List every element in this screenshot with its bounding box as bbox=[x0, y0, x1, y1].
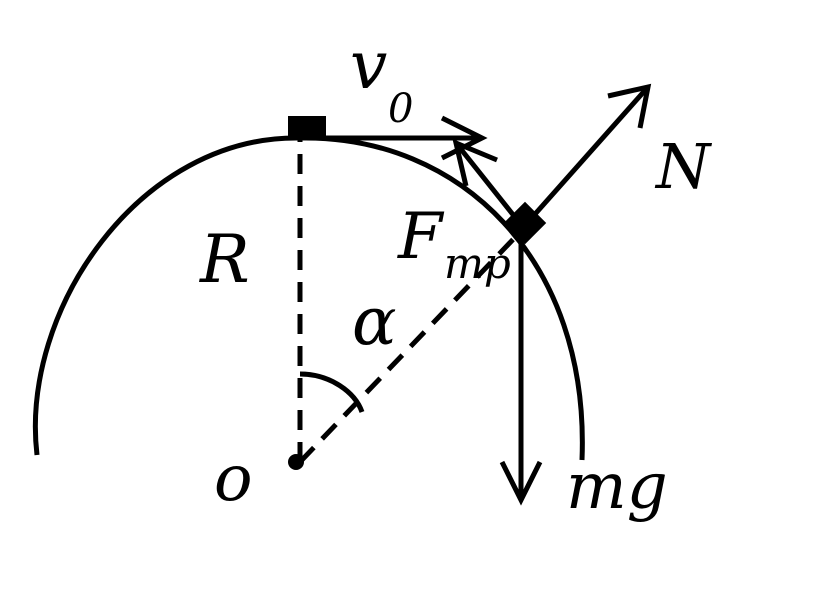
gravity-arrowhead bbox=[499, 460, 543, 506]
angle-label: α bbox=[352, 283, 397, 360]
angle-arc bbox=[299, 371, 365, 413]
friction-arrowhead bbox=[452, 138, 498, 187]
friction-label: F bbox=[397, 200, 445, 274]
gravity-label: mg bbox=[566, 450, 668, 524]
normal-force-label: N bbox=[654, 130, 713, 203]
block-top bbox=[288, 116, 326, 140]
velocity-arrowhead bbox=[440, 115, 488, 161]
circular-surface bbox=[33, 135, 585, 461]
friction-subscript: mp bbox=[444, 239, 511, 288]
friction-arrow bbox=[454, 141, 524, 228]
slanted-radius-dashed-line bbox=[298, 226, 526, 464]
radius-label: R bbox=[199, 221, 250, 298]
velocity-label: v bbox=[350, 27, 387, 104]
origin-label: o bbox=[214, 442, 253, 516]
normal-force-arrowhead bbox=[607, 83, 652, 129]
normal-force-arrow bbox=[526, 85, 650, 224]
center-point bbox=[288, 454, 304, 470]
velocity-subscript: 0 bbox=[388, 86, 413, 132]
